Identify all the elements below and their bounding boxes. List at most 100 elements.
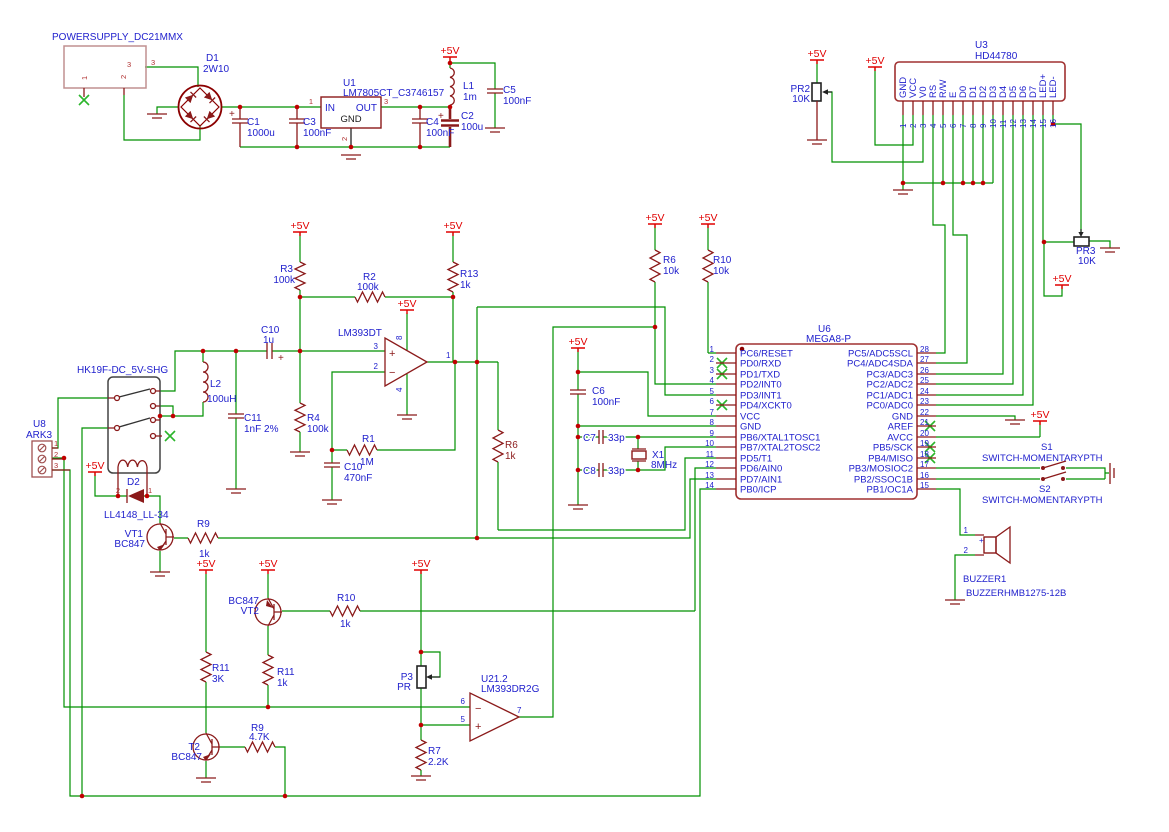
resistor[interactable] [187,531,219,545]
resistor[interactable] [293,402,307,433]
resistor[interactable] [414,739,428,771]
resistor[interactable] [701,249,715,283]
resistor[interactable] [446,261,460,293]
lcd-pin-number: 5 [939,123,948,128]
resistor[interactable] [354,290,386,304]
bridge-rectifier-d1[interactable] [177,84,223,130]
lcd-body[interactable] [894,61,1066,102]
mcu-pin-name: PC5/ADC5SCL [848,349,913,360]
crystal-x1[interactable] [631,448,647,462]
lm393-minus: − [389,367,395,379]
p3-value: PR [397,682,411,693]
r13-ref: R13 [460,269,479,280]
mcu-pin-name: PC3/ADC3 [867,370,913,381]
resistor[interactable] [329,604,361,618]
r11b-ref: R11 [277,667,295,678]
mcu-pin-number: 15 [920,481,929,490]
relay-value: HK19F-DC_5V-SHG [77,365,168,376]
u21-p6: 6 [461,697,466,706]
d1-value: 2W10 [203,64,230,75]
plus5v-label: +5V [197,558,216,570]
mcu-pin-name: PB6/XTAL1TOSC1 [740,433,820,444]
junction-dot [418,722,424,728]
junction-dot [970,180,976,186]
vt1-ref: VT1 [125,529,144,540]
plus5v-symbol [571,347,585,352]
psu-pin2: 2 [119,75,128,79]
switch-s2[interactable] [1041,471,1067,481]
c11-value: 1nF 2% [244,424,279,435]
mcu-pin-number: 27 [920,355,929,364]
u21-ref: U21.2 [481,674,508,685]
lcd-pin-number: 11 [999,119,1008,128]
d2-value: LL4148_LL-34 [104,510,169,521]
transistor-vt1[interactable] [146,522,174,551]
mcu-body[interactable] [735,343,918,500]
regulator-u1-body[interactable] [320,96,382,129]
lcd-pin-number: 1 [899,123,908,128]
pot-p3[interactable] [416,665,440,689]
psu-connector-body[interactable] [63,45,147,89]
capacitor-c2-polarized [441,107,459,147]
r6b-value: 10k [663,266,680,277]
buzzer-plus: + [979,536,984,545]
resistor[interactable] [346,443,378,457]
junction-dot [297,294,303,300]
r2-value: 100k [357,282,380,293]
resistor[interactable] [199,651,213,683]
plus5v-label: +5V [86,460,105,472]
c10a-value: 1u [263,335,274,346]
plus5v-label: +5V [569,336,588,348]
r3-ref: R3 [280,264,293,275]
plus5v-label: +5V [444,220,463,232]
gnd-symbol [485,127,505,133]
relay-hk19f[interactable] [107,376,162,496]
lcd-pin-number: 8 [969,123,978,128]
junction-dot [348,144,354,150]
resistor[interactable] [261,654,275,686]
connector-ark3[interactable] [31,440,70,478]
u1-p1: 1 [309,97,313,106]
transistor-t2[interactable] [192,732,220,761]
l2-value: 100uH [207,394,236,405]
c8-ref: C8 [583,466,596,477]
d2-p1: 1 [148,486,152,495]
u21-minus: − [475,703,481,715]
resistor[interactable] [648,249,662,283]
r10a-value: 1k [340,619,352,630]
junction-dot [329,447,335,453]
lcd-pin-number: 13 [1019,119,1028,128]
mcu-pin-name: PC1/ADC1 [867,391,913,402]
mcu-pin-name: PD5/T1 [740,454,772,465]
resistor[interactable] [244,740,276,754]
mcu-pin-name: PD1/TXD [740,370,780,381]
transistor-vt2[interactable] [254,597,282,627]
psu-pin3: 3 [127,60,131,69]
pot-pr3[interactable] [1073,229,1090,247]
resistor[interactable] [293,261,307,291]
lcd-pin-number: 4 [929,123,938,128]
mcu-pin-name: PD3/INT1 [740,391,782,402]
ark-p3: 3 [54,461,58,470]
mcu-pin-name: PD7/AIN1 [740,475,782,486]
resistor[interactable] [491,429,505,463]
mcu-pin-number: 23 [920,397,929,406]
plus5v-symbol [443,56,457,61]
u1-in: IN [325,103,335,114]
inductor-l2[interactable] [202,361,209,403]
buzzer-body[interactable] [975,525,1011,565]
diode-d2[interactable] [126,489,144,503]
mcu-pin-name: PB5/SCK [873,443,914,454]
inductor-l1[interactable] [449,67,455,106]
comparator-lm393dt[interactable] [384,336,429,388]
comparator-u21[interactable] [469,691,521,743]
lcd-pin-name: D6 [1018,86,1029,98]
mcu-pin-number: 12 [705,460,714,469]
switch-s1[interactable] [1041,460,1067,470]
junction-dot [115,493,121,499]
junction-dot [237,104,243,110]
plus5v-symbol [400,309,414,314]
mcu-pin-number: 24 [920,387,929,396]
pot-pr2[interactable] [811,82,832,140]
